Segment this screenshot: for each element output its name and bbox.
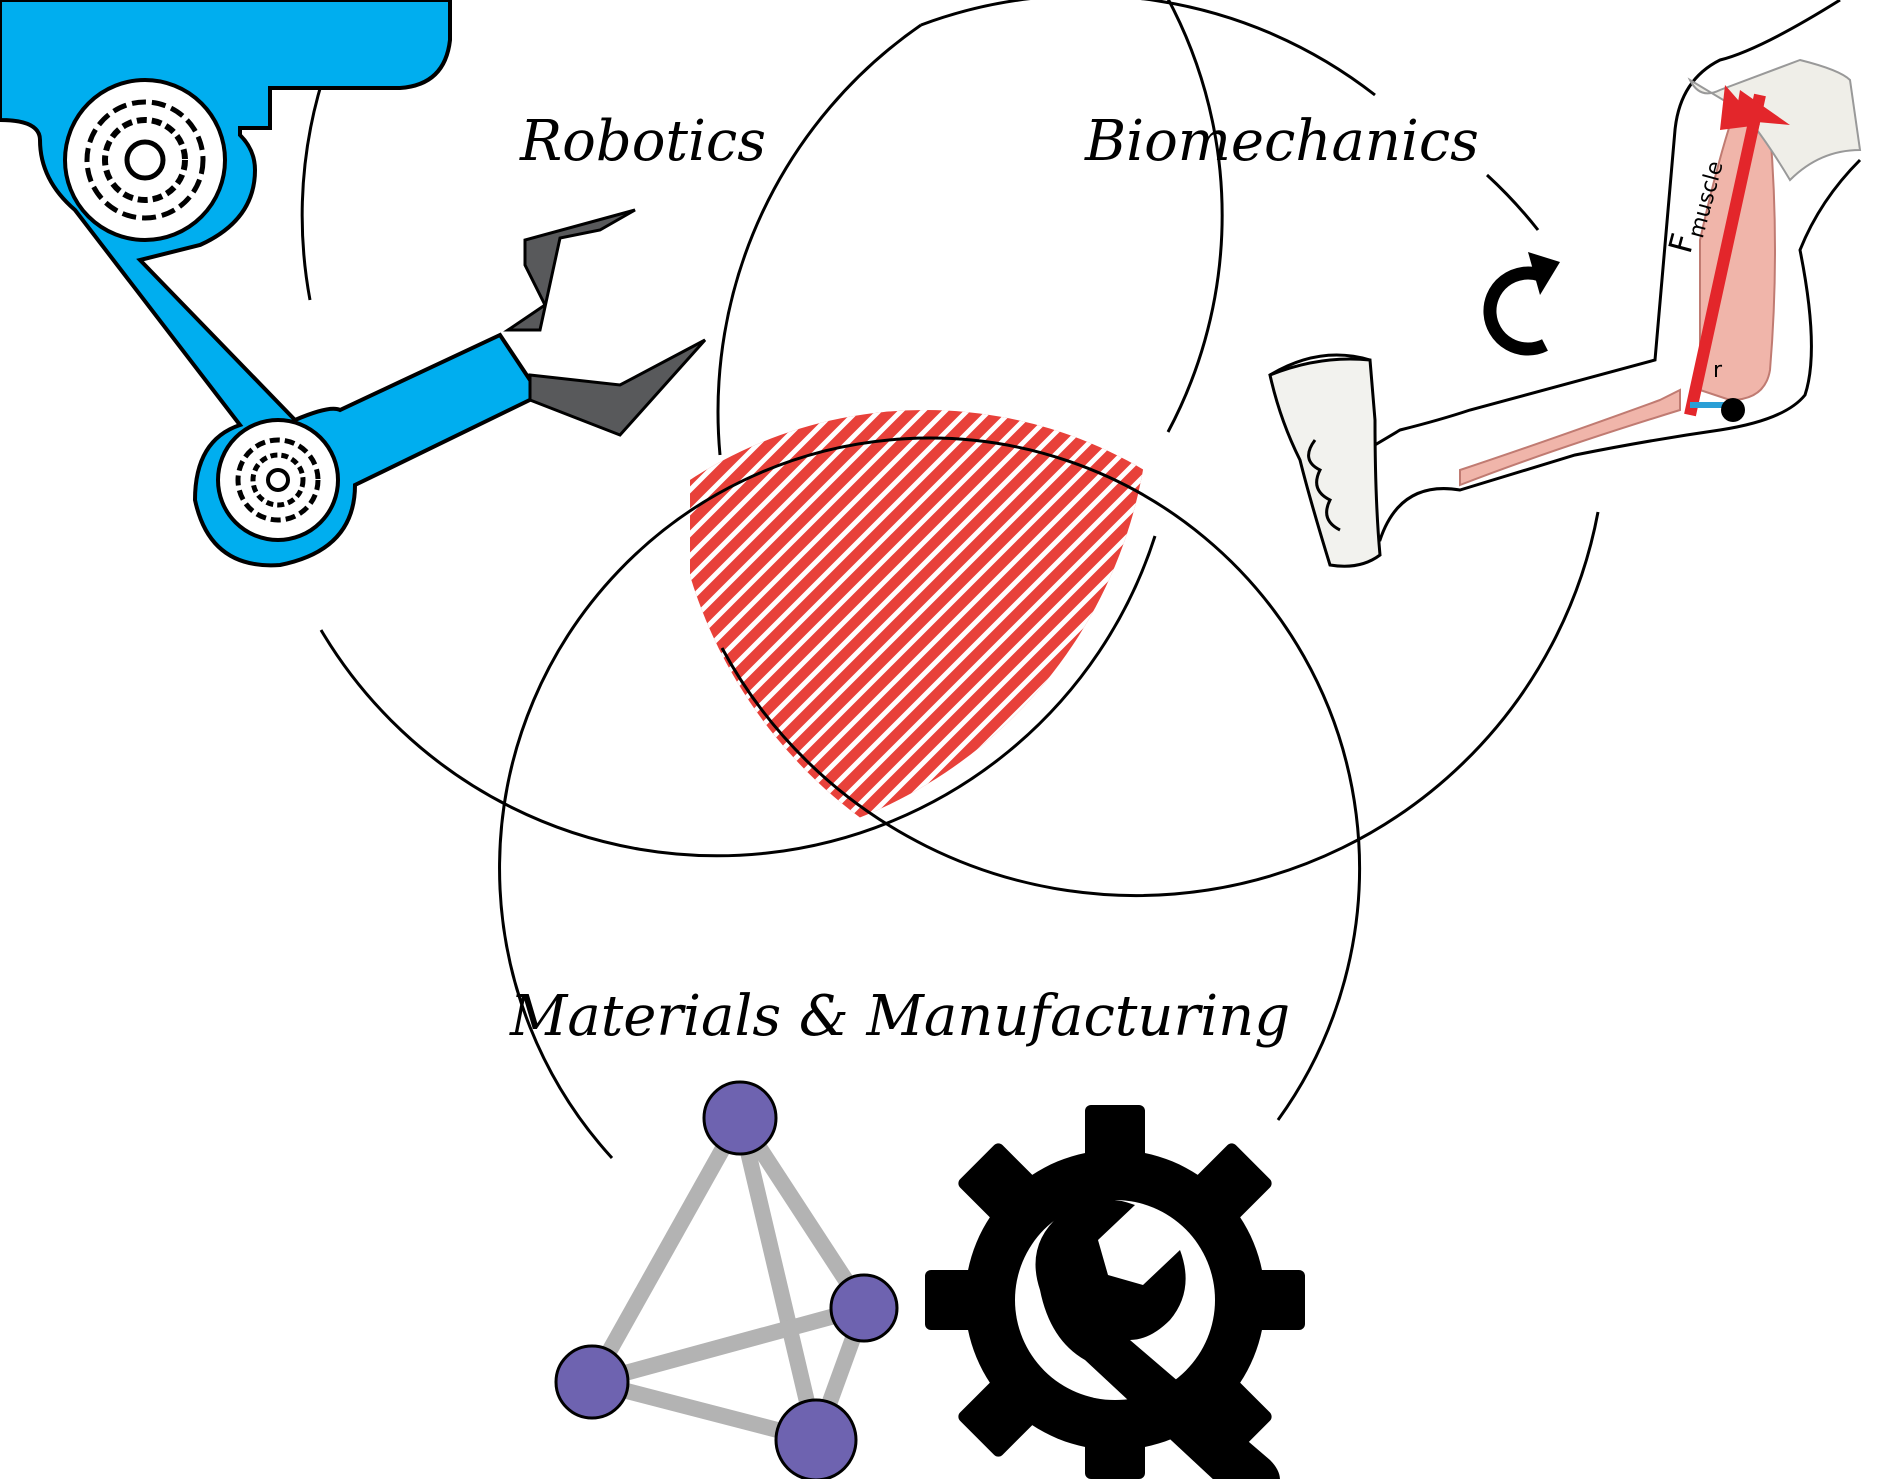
hatch-stroke [823,410,1150,850]
hatch-stroke [779,410,1150,850]
hatch-stroke [670,410,867,850]
biomechanics-circle-left [716,23,922,456]
robotics-label: Robotics [519,109,766,174]
molecule-lattice-icon [554,1080,899,1479]
hatch-stroke [670,410,911,850]
gripper-icon [503,208,707,437]
rotation-arrow-icon [1483,252,1560,356]
biomechanics-circle-right [1485,173,1540,231]
hatch-stroke [670,410,999,850]
biomechanics-label: Biomechanics [1084,109,1479,174]
hatch-stroke [801,410,1150,850]
materials-circle [498,436,1362,1160]
hatch-stroke [757,410,1150,850]
hatch-stroke [670,410,977,850]
hatch-stroke [670,410,1065,850]
moment-arm-label: r [1713,358,1723,383]
hatch-stroke [670,410,889,850]
gear-wrench-icon [925,1105,1305,1479]
biomechanics-circle-main [720,511,1600,897]
hatch-stroke [670,410,1021,850]
robotics-circle-lower [319,535,1157,858]
robot-arm-icon [0,0,543,568]
hatch-stroke [670,410,1043,850]
biomechanics-circle [920,0,1376,97]
materials-label: Materials & Manufacturing [509,984,1290,1049]
muscle-arm-icon: Fmuscle r [1268,0,1862,568]
